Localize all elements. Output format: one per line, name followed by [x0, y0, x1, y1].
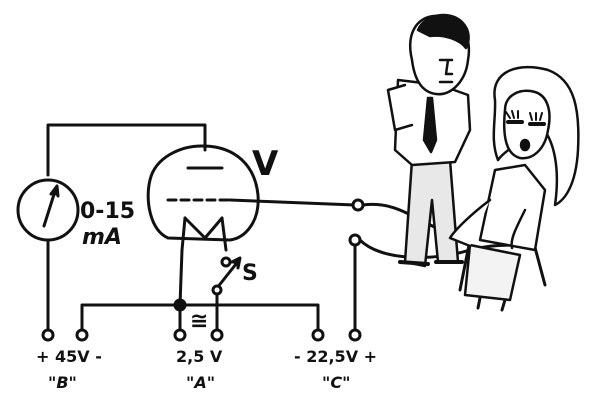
- common-bus-wire: [80, 303, 320, 332]
- plate-wire: [46, 123, 207, 177]
- switch-label: S: [242, 261, 258, 286]
- b-battery-name: "B": [48, 373, 77, 392]
- filament-symbol-label: ≅: [190, 309, 208, 334]
- a-supply-terminal-label: 2,5 V: [176, 347, 223, 366]
- switch-arm: [215, 262, 238, 290]
- terminal-c-minus: [311, 328, 325, 342]
- cartoon-girl: [448, 65, 580, 312]
- grid-wire: [228, 198, 357, 207]
- switch-arm-tip: [230, 256, 242, 270]
- switch-top-contact: [220, 256, 232, 268]
- terminal-b-plus: [41, 328, 55, 342]
- meter-range-label: 0-15: [80, 199, 135, 224]
- meter-unit-label: mA: [82, 225, 122, 250]
- c-battery-name: "C": [322, 373, 350, 392]
- c-supply-terminal-label: - 22,5V +: [294, 347, 377, 366]
- tube-label: V: [252, 144, 279, 184]
- tube-filament: [183, 216, 224, 240]
- a-battery-name: "A": [186, 373, 215, 392]
- meter-needle-tip: [49, 184, 60, 198]
- terminal-a-right: [210, 328, 224, 342]
- terminal-c-plus: [348, 328, 362, 342]
- cartoon-man: [386, 13, 472, 268]
- terminal-a-left: [173, 328, 187, 342]
- terminal-b-minus: [75, 328, 89, 342]
- b-supply-terminal-label: + 45V -: [36, 347, 102, 366]
- filament-right-lead: [220, 216, 228, 252]
- filament-left-lead: [178, 216, 187, 307]
- tube-envelope: [146, 144, 260, 242]
- cartoon-illustration: [386, 13, 580, 312]
